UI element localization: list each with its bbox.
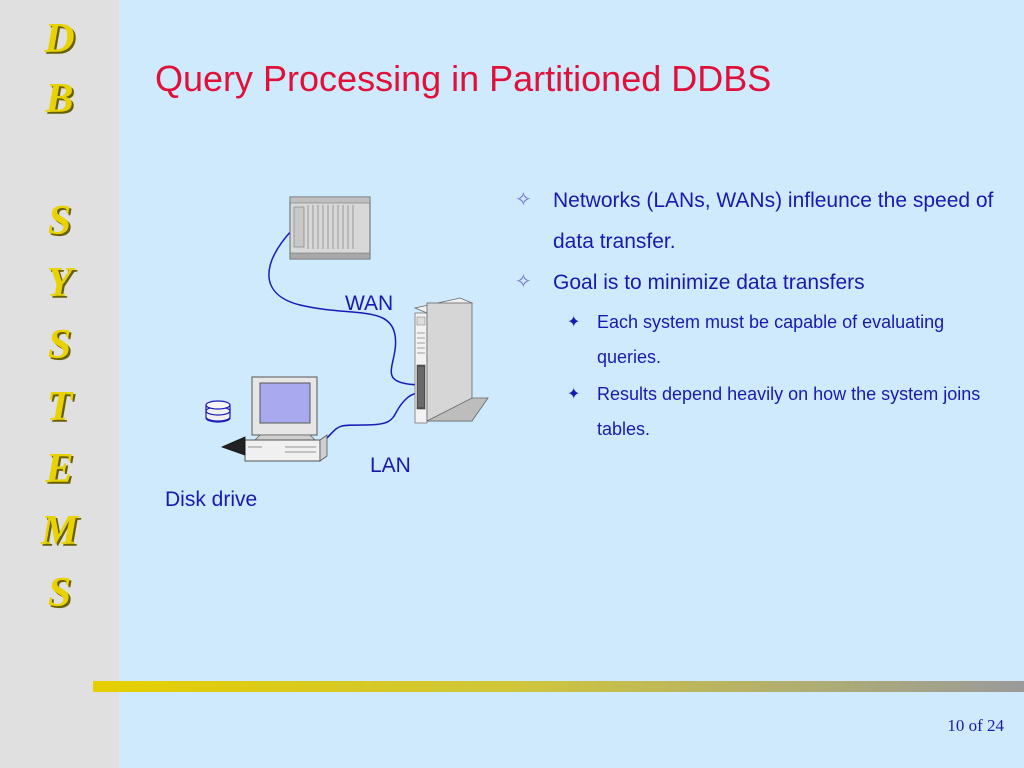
footer-rule <box>93 681 1024 692</box>
disk-drive-icon <box>205 400 231 423</box>
subbullet-star-icon: ✦ <box>567 314 581 331</box>
bullet-text: Goal is to minimize data transfers <box>553 271 865 294</box>
wan-label: WAN <box>345 292 394 315</box>
tower-server-icon <box>413 297 489 424</box>
sidebar-letter: T <box>46 384 73 430</box>
sidebar-letter: E <box>45 446 74 492</box>
subbullet-star-icon: ✦ <box>567 386 581 403</box>
workstation-icon <box>220 376 328 462</box>
sidebar-letter: Y <box>46 260 73 306</box>
bullet-item: ✧ Networks (LANs, WANs) infleunce the sp… <box>515 180 1005 262</box>
subbullet-text: Each system must be capable of evaluatin… <box>597 312 945 367</box>
bullet-text: Networks (LANs, WANs) infleunce the spee… <box>553 189 994 253</box>
bullet-star-icon: ✧ <box>515 271 532 293</box>
sidebar-letter: M <box>40 508 79 554</box>
lan-label: LAN <box>370 454 411 477</box>
page-number: 10 of 24 <box>947 716 1004 735</box>
bullet-item: ✧ Goal is to minimize data transfers <box>515 262 1005 303</box>
network-diagram <box>205 196 489 462</box>
rack-server-icon <box>289 196 371 260</box>
bullet-list: ✧ Networks (LANs, WANs) infleunce the sp… <box>515 180 1005 447</box>
sidebar: D B S Y S T E M S <box>0 0 119 768</box>
subbullet-item: ✦ Each system must be capable of evaluat… <box>515 305 1005 375</box>
lan-cable <box>324 389 426 441</box>
disk-drive-label: Disk drive <box>165 488 258 511</box>
sidebar-letter: B <box>45 76 74 122</box>
wan-cable <box>268 229 426 386</box>
sidebar-letter: S <box>47 322 72 368</box>
bullet-star-icon: ✧ <box>515 189 532 211</box>
subbullet-text: Results depend heavily on how the system… <box>597 384 981 439</box>
sidebar-letter: S <box>47 570 72 616</box>
subbullet-item: ✦ Results depend heavily on how the syst… <box>515 377 1005 447</box>
sidebar-letter: S <box>47 198 72 244</box>
slide-title: Query Processing in Partitioned DDBS <box>155 58 772 99</box>
sidebar-letter: D <box>44 16 75 62</box>
